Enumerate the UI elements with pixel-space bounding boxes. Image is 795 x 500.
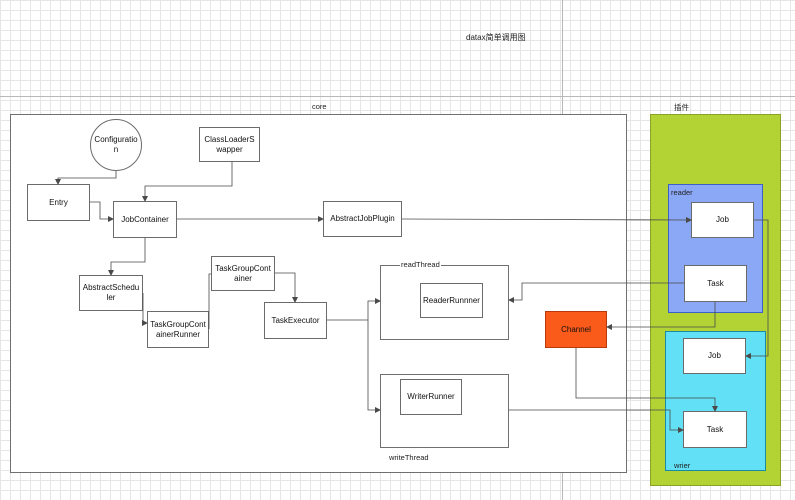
reader-task-node[interactable]: Task	[684, 265, 747, 302]
abstractscheduler-node[interactable]: AbstractScheduler	[79, 275, 143, 311]
edge-taskgroupcontainer-taskexecutor	[275, 272, 298, 303]
edge-channel-writertask	[575, 348, 718, 412]
edge-entry-jobcontainer	[90, 201, 114, 222]
edge-taskgroupcontainerrunner-taskgroupcontainer	[208, 273, 211, 329]
writer-label: wrier	[674, 461, 691, 470]
edge-taskexecutor-writethread	[367, 320, 381, 413]
edge-jobcontainer-abstractscheduler	[108, 238, 146, 276]
reader-label: reader	[671, 188, 693, 197]
taskgroupcontainerrunner-node[interactable]: TaskGroupContainerRunner	[147, 311, 209, 348]
diagram-title: datax简单调用图	[466, 33, 526, 42]
edge-readerjob-writerjob	[745, 219, 769, 359]
writer-job-node[interactable]: Job	[683, 338, 746, 374]
edge-classloader-jobcontainer	[142, 162, 233, 202]
readthread-label: readThread	[400, 260, 441, 269]
edge-readertask-readerrunner	[508, 282, 684, 303]
writethread-label: writeThread	[389, 453, 429, 462]
readerrunner-node[interactable]: ReaderRunnner	[420, 283, 483, 318]
edge-abstractjobplugin-readerjob	[401, 216, 692, 223]
edge-configuration-entry	[55, 171, 117, 185]
plugin-label: 插件	[674, 103, 689, 112]
edge-writerrunner-writertask	[509, 409, 684, 433]
edge-abstractscheduler-taskgroupcontainerrunner	[142, 293, 148, 326]
horizontal-guide-line	[0, 96, 795, 97]
configuration-node[interactable]: Configuration	[90, 119, 142, 171]
entry-node[interactable]: Entry	[27, 184, 90, 221]
classloaderswapper-node[interactable]: ClassLoaderSwapper	[199, 127, 260, 162]
taskexecutor-node[interactable]: TaskExecutor	[264, 302, 327, 339]
writerrunner-node[interactable]: WriterRunner	[400, 379, 462, 415]
taskgroupcontainer-node[interactable]: TaskGroupContainer	[211, 256, 275, 291]
edge-readertask-channel	[606, 302, 716, 330]
core-label: core	[312, 102, 327, 111]
edge-taskexecutor-readthread	[327, 298, 381, 321]
abstractjobplugin-node[interactable]: AbstractJobPlugin	[323, 201, 402, 237]
reader-job-node[interactable]: Job	[691, 202, 754, 238]
